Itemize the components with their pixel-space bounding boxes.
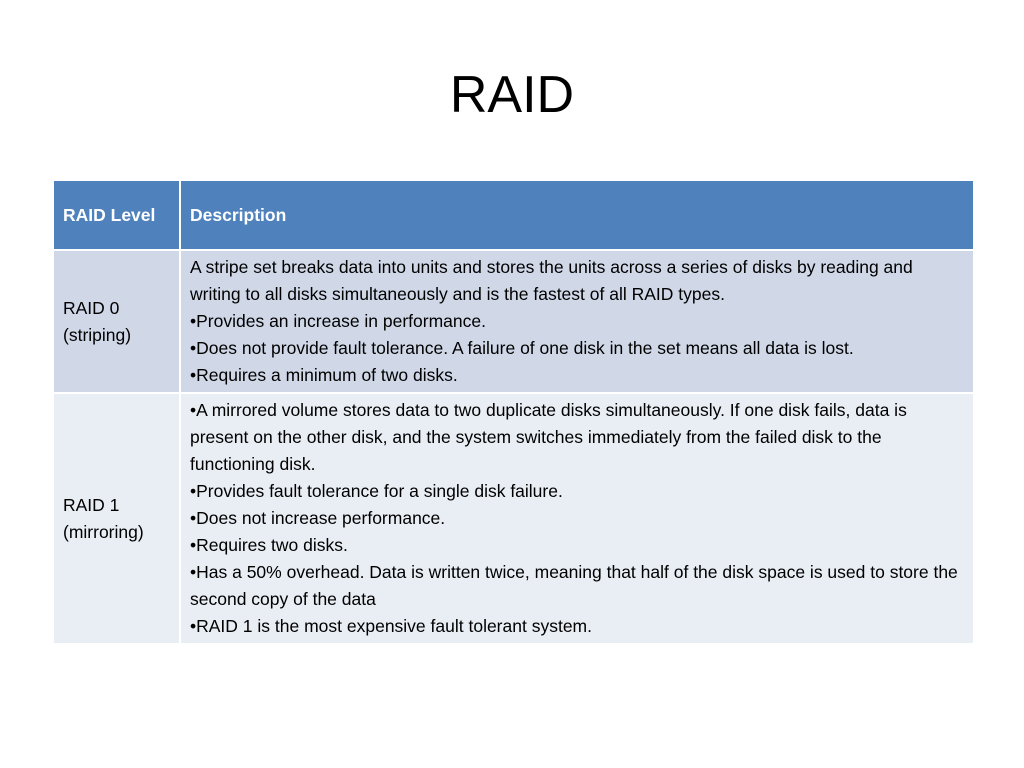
description-cell: A stripe set breaks data into units and … <box>179 249 975 394</box>
description-line: •Requires two disks. <box>190 535 348 555</box>
description-line: •Provides an increase in performance. <box>190 311 486 331</box>
description-line: •Requires a minimum of two disks. <box>190 365 458 385</box>
description-line: A stripe set breaks data into units and … <box>190 257 913 304</box>
table-header-row: RAID Level Description <box>52 179 975 251</box>
table-row: RAID 0 (striping) A stripe set breaks da… <box>52 249 975 394</box>
header-raid-level: RAID Level <box>52 179 181 251</box>
raid-level-cell: RAID 1 (mirroring) <box>52 392 181 645</box>
description-line: •A mirrored volume stores data to two du… <box>190 400 907 474</box>
raid-table: RAID Level Description RAID 0 (striping)… <box>52 179 975 645</box>
raid-level-cell: RAID 0 (striping) <box>52 249 181 394</box>
description-cell: •A mirrored volume stores data to two du… <box>179 392 975 645</box>
description-line: •Provides fault tolerance for a single d… <box>190 481 563 501</box>
header-description: Description <box>179 179 975 251</box>
slide-title: RAID <box>449 66 575 124</box>
table-row: RAID 1 (mirroring) •A mirrored volume st… <box>52 392 975 645</box>
description-line: •Does not provide fault tolerance. A fai… <box>190 338 854 358</box>
description-line: •Does not increase performance. <box>190 508 446 528</box>
description-line: •Has a 50% overhead. Data is written twi… <box>190 562 958 609</box>
description-line: •RAID 1 is the most expensive fault tole… <box>190 616 592 636</box>
